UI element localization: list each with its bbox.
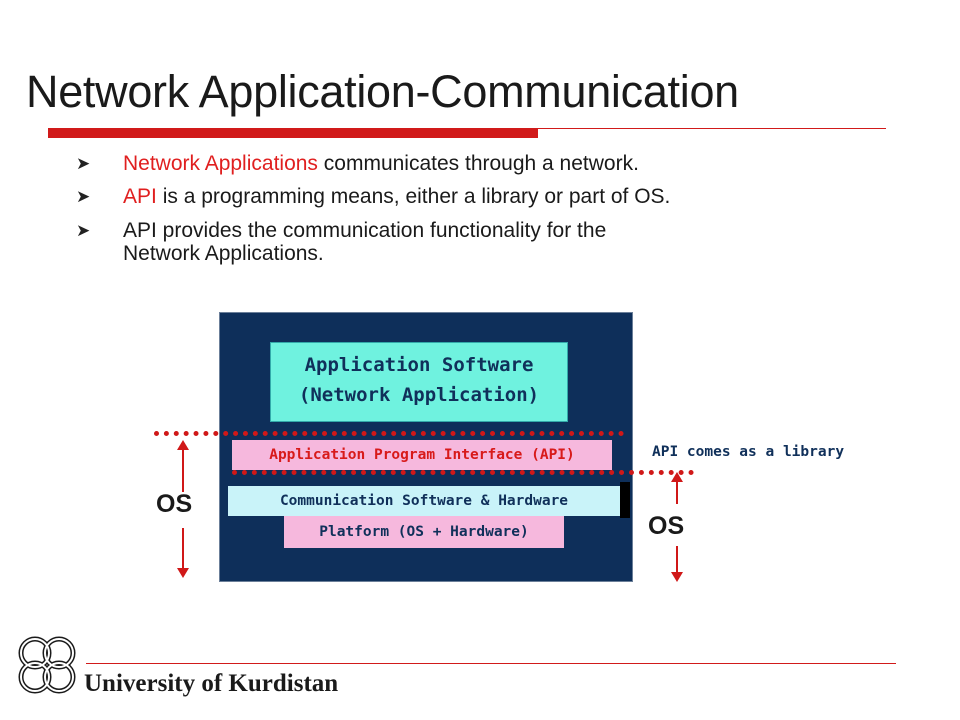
title-accent-bar <box>48 129 538 138</box>
arrow-bullet-icon: ➤ <box>76 221 91 240</box>
os-label-right: OS <box>648 512 685 540</box>
api-layer-box: Application Program Interface (API) <box>232 440 612 470</box>
bullet-2-text: is a programming means, either a library… <box>156 185 671 208</box>
os-boundary-dotted-line-lower <box>232 470 694 475</box>
bullet-3-text-line2: Network Applications. <box>123 242 324 265</box>
university-name: University of Kurdistan <box>84 670 339 697</box>
communication-layer-edge <box>620 482 630 518</box>
slide-title: Network Application-Communication <box>26 66 739 117</box>
os-label-left: OS <box>156 490 193 518</box>
down-arrow-icon <box>177 528 189 578</box>
api-library-note: API comes as a library <box>652 444 845 460</box>
arrow-bullet-icon: ➤ <box>76 154 91 173</box>
university-logo-icon <box>18 636 76 694</box>
title-underline <box>48 128 886 129</box>
os-boundary-dotted-line-upper <box>154 431 624 436</box>
down-arrow-icon <box>671 546 683 582</box>
up-arrow-icon <box>177 440 189 492</box>
arrow-bullet-icon: ➤ <box>76 187 91 206</box>
platform-layer-box: Platform (OS + Hardware) <box>284 516 564 548</box>
bullet-1-text: communicates through a network. <box>317 152 639 175</box>
bullet-1-highlight: Network Applications <box>123 152 318 175</box>
bullet-3-text: API provides the communication functiona… <box>123 219 607 242</box>
application-software-box: Application Software (Network Application… <box>270 342 568 422</box>
footer-divider <box>86 663 896 664</box>
os-right-arrows <box>671 472 683 582</box>
os-left-arrows <box>177 440 189 578</box>
app-software-line2: (Network Application) <box>298 384 540 406</box>
bullet-2-highlight: API <box>123 185 157 208</box>
up-arrow-icon <box>671 472 683 504</box>
communication-layer-box: Communication Software & Hardware <box>228 486 620 516</box>
app-software-line1: Application Software <box>304 354 534 376</box>
